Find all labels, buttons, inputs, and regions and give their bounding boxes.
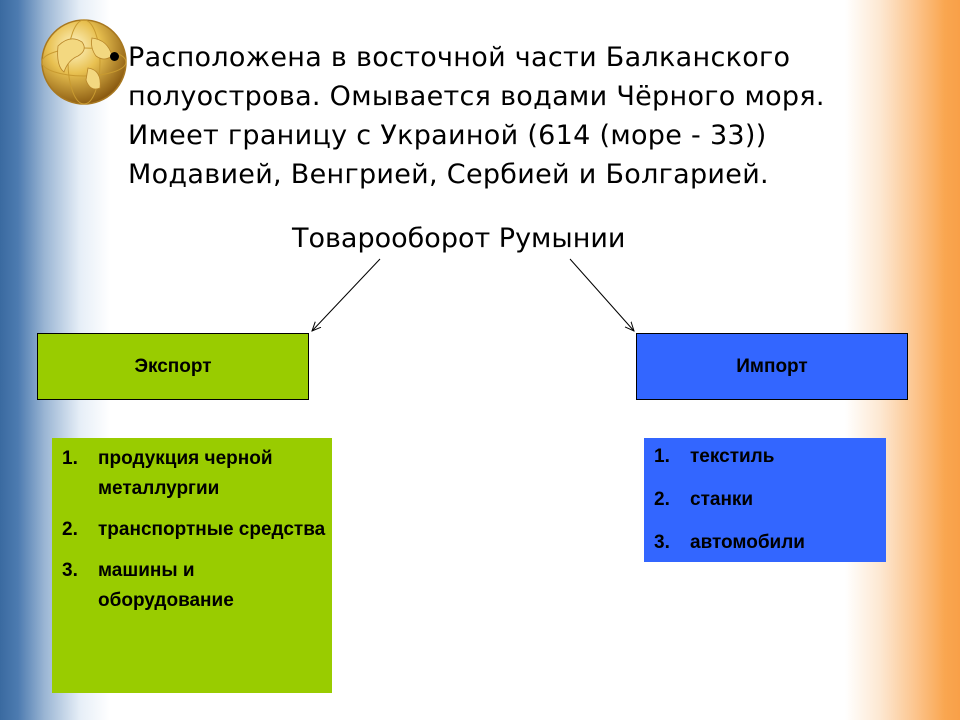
bullet-line: Имеет границу с Украиной (614 (море - 33… xyxy=(128,120,767,151)
import-box: Импорт xyxy=(636,333,908,400)
bullet-line: Расположена в восточной части Балканског… xyxy=(128,42,791,73)
bullet-marker xyxy=(110,52,119,61)
import-list-item: 2. станки xyxy=(654,485,880,515)
arrow-to-export xyxy=(312,258,381,331)
import-list: 1. текстиль 2. станки 3. автомобили xyxy=(644,438,886,562)
export-list: 1. продукция черной металлургии 2. транс… xyxy=(52,438,332,693)
bullet-line: Модавией, Венгрией, Сербией и Болгарией. xyxy=(128,159,769,190)
list-item-text: станки xyxy=(690,489,754,510)
list-item-text: продукция черной металлургии xyxy=(98,448,273,499)
import-list-item: 1. текстиль xyxy=(654,442,880,472)
list-item-number: 2. xyxy=(62,519,78,540)
list-item-text: текстиль xyxy=(690,446,775,467)
list-item-number: 3. xyxy=(654,532,670,553)
import-list-item: 3. автомобили xyxy=(654,528,880,558)
list-item-number: 1. xyxy=(654,446,670,467)
arrow-to-import xyxy=(569,258,634,331)
list-item-number: 3. xyxy=(62,560,78,581)
export-list-item: 3. машины и оборудование xyxy=(62,556,326,616)
import-label: Импорт xyxy=(736,355,808,377)
list-item-number: 2. xyxy=(654,489,670,510)
bullet-paragraph: Расположена в восточной части Балканског… xyxy=(128,38,928,194)
bullet-line: полуострова. Омывается водами Чёрного мо… xyxy=(128,81,825,112)
globe-icon xyxy=(41,19,127,105)
diagram-title: Товарооборот Румынии xyxy=(292,223,626,254)
export-label: Экспорт xyxy=(134,355,212,377)
export-list-item: 2. транспортные средства xyxy=(62,515,326,545)
list-item-text: автомобили xyxy=(690,532,805,553)
list-item-text: транспортные средства xyxy=(98,519,326,540)
export-box: Экспорт xyxy=(37,333,309,400)
export-list-item: 1. продукция черной металлургии xyxy=(62,444,326,504)
list-item-number: 1. xyxy=(62,448,78,469)
list-item-text: машины и оборудование xyxy=(98,560,234,611)
